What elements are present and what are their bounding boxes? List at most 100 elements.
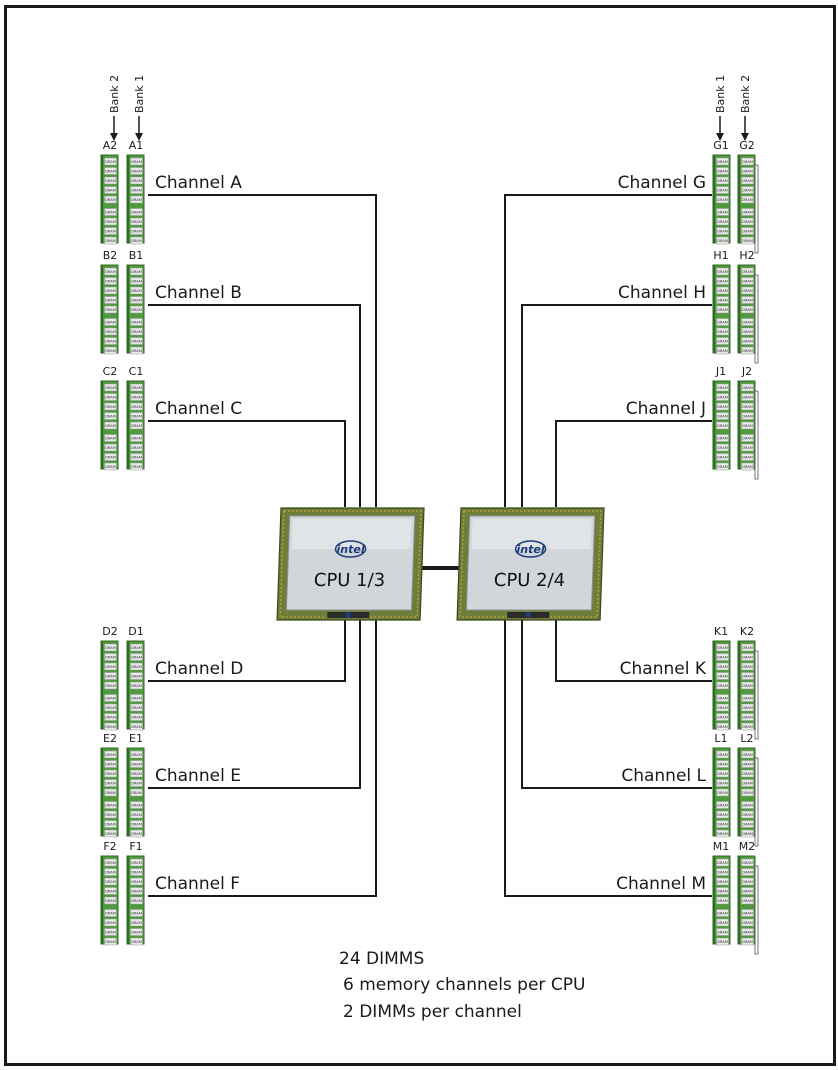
dram-chip-label: DRAM: [742, 684, 753, 688]
dram-chip: [741, 346, 754, 355]
dram-chip-label: DRAM: [742, 782, 753, 786]
dram-chip-label: DRAM: [717, 289, 728, 293]
dram-chip: [716, 829, 729, 838]
dram-chip: [741, 412, 754, 420]
dram-chip: [104, 421, 117, 430]
note-dimms-per-channel: 2 DIMMs per channel: [343, 1002, 522, 1022]
dram-chip: [741, 672, 754, 680]
slot-label-H2: H2: [739, 249, 754, 262]
channel-label-D: Channel D: [155, 659, 243, 679]
dram-chip-label: DRAM: [717, 684, 728, 688]
dram-chip-label: DRAM: [131, 415, 142, 419]
dram-chip: [716, 186, 729, 194]
dram-chip-label: DRAM: [131, 160, 142, 164]
dram-chip: [130, 421, 143, 430]
dram-chip: [104, 217, 117, 226]
dram-chip-label: DRAM: [742, 465, 753, 469]
dram-chip-label: DRAM: [742, 921, 753, 925]
dram-chip-label: DRAM: [742, 415, 753, 419]
dram-chip: [716, 305, 729, 314]
dram-chip-label: DRAM: [717, 230, 728, 234]
dram-chip-label: DRAM: [131, 656, 142, 660]
dram-chip: [716, 662, 729, 671]
dram-chip-label: DRAM: [742, 198, 753, 202]
dram-chip-label: DRAM: [717, 211, 728, 215]
dram-chip-label: DRAM: [742, 880, 753, 884]
dram-chip: [104, 928, 117, 936]
dram-chip-label: DRAM: [105, 823, 116, 827]
dram-chip: [716, 810, 729, 819]
dram-chip: [741, 788, 754, 797]
dram-chip-label: DRAM: [105, 299, 116, 303]
dram-chip-label: DRAM: [717, 890, 728, 894]
dram-chip-label: DRAM: [742, 832, 753, 836]
dram-chip-label: DRAM: [742, 861, 753, 865]
dram-chip: [741, 267, 754, 276]
dram-chip: [716, 788, 729, 797]
dram-chip-label: DRAM: [105, 880, 116, 884]
dram-chip-label: DRAM: [105, 179, 116, 183]
dram-chip-label: DRAM: [105, 890, 116, 894]
dram-chip: [716, 877, 729, 886]
dram-chip-label: DRAM: [742, 675, 753, 679]
note-total-dimms: 24 DIMMS: [339, 949, 424, 969]
dram-chip-label: DRAM: [717, 725, 728, 729]
dram-chip: [741, 829, 754, 838]
dram-chip-label: DRAM: [105, 656, 116, 660]
dram-chip-label: DRAM: [105, 921, 116, 925]
dram-chip-label: DRAM: [742, 656, 753, 660]
dram-chip: [130, 157, 143, 166]
slot-label-A1: A1: [129, 139, 144, 152]
dram-chip: [716, 868, 729, 876]
dram-chip-label: DRAM: [717, 465, 728, 469]
dram-chip-label: DRAM: [105, 437, 116, 441]
slot-label-F1: F1: [129, 840, 142, 853]
slot-label-M2: M2: [739, 840, 756, 853]
dram-chip: [104, 918, 117, 927]
dram-chip-label: DRAM: [131, 880, 142, 884]
dram-chip-label: DRAM: [742, 725, 753, 729]
dram-chip-label: DRAM: [105, 465, 116, 469]
dram-chip: [741, 434, 754, 442]
dram-chip: [716, 937, 729, 946]
dram-chip-label: DRAM: [742, 330, 753, 334]
dram-chip: [104, 186, 117, 194]
bank-label-right-2: Bank 2: [739, 75, 752, 113]
dram-chip-label: DRAM: [105, 415, 116, 419]
dram-chip: [741, 713, 754, 721]
dram-chip-label: DRAM: [105, 763, 116, 767]
dram-chip: [104, 462, 117, 471]
dram-chip-label: DRAM: [105, 899, 116, 903]
dram-chip: [716, 383, 729, 392]
dram-chip-label: DRAM: [131, 198, 142, 202]
dram-chip-label: DRAM: [131, 340, 142, 344]
dram-chip: [104, 383, 117, 392]
dram-chip-label: DRAM: [131, 684, 142, 688]
dram-chip-label: DRAM: [717, 940, 728, 944]
slot-label-K2: K2: [740, 625, 754, 638]
dram-chip-label: DRAM: [742, 437, 753, 441]
dram-chip-label: DRAM: [105, 861, 116, 865]
dimm-latch: [754, 865, 759, 955]
dram-chip-label: DRAM: [105, 804, 116, 808]
dram-chip: [130, 337, 143, 345]
dram-chip: [716, 267, 729, 276]
dram-chip-label: DRAM: [742, 424, 753, 428]
dram-chip-label: DRAM: [717, 415, 728, 419]
dram-chip: [130, 296, 143, 304]
dram-chip-label: DRAM: [131, 832, 142, 836]
dram-chip-label: DRAM: [742, 813, 753, 817]
dram-chip-label: DRAM: [717, 280, 728, 284]
dram-chip-label: DRAM: [742, 716, 753, 720]
dram-chip: [130, 810, 143, 819]
dram-chip: [716, 722, 729, 731]
dram-chip-label: DRAM: [742, 753, 753, 757]
dram-chip: [130, 267, 143, 276]
dram-chip-label: DRAM: [105, 716, 116, 720]
